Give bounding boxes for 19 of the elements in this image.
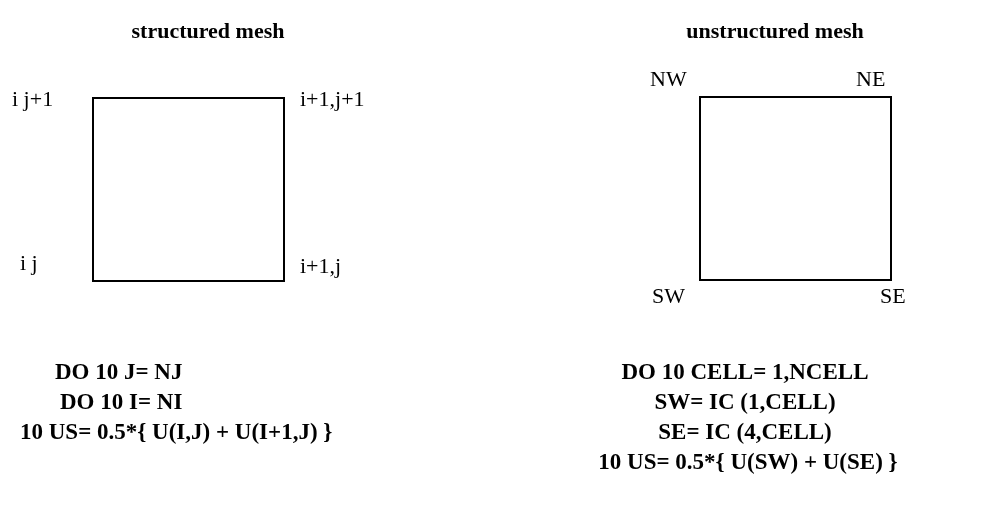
mesh-cell-square (699, 96, 892, 281)
code-line: 10 US= 0.5*{ U(I,J) + U(I+1,J) } (20, 420, 333, 443)
code-line: DO 10 J= NJ (55, 360, 183, 383)
corner-label: SE (880, 285, 906, 307)
corner-label: NE (856, 68, 886, 90)
panel-heading: structured mesh (131, 20, 285, 42)
mesh-cell-square (92, 97, 285, 282)
code-line: SE= IC (4,CELL) (658, 420, 832, 443)
code-line: DO 10 I= NI (60, 390, 183, 413)
code-line: 10 US= 0.5*{ U(SW) + U(SE) } (598, 450, 898, 473)
corner-label: i j (20, 252, 38, 274)
code-line: SW= IC (1,CELL) (654, 390, 836, 413)
corner-label: SW (652, 285, 685, 307)
corner-label: i+1,j (300, 255, 342, 277)
panel-heading: unstructured mesh (686, 20, 864, 42)
code-line: DO 10 CELL= 1,NCELL (621, 360, 869, 383)
corner-label: i j+1 (12, 88, 54, 110)
corner-label: NW (650, 68, 687, 90)
corner-label: i+1,j+1 (300, 88, 365, 110)
